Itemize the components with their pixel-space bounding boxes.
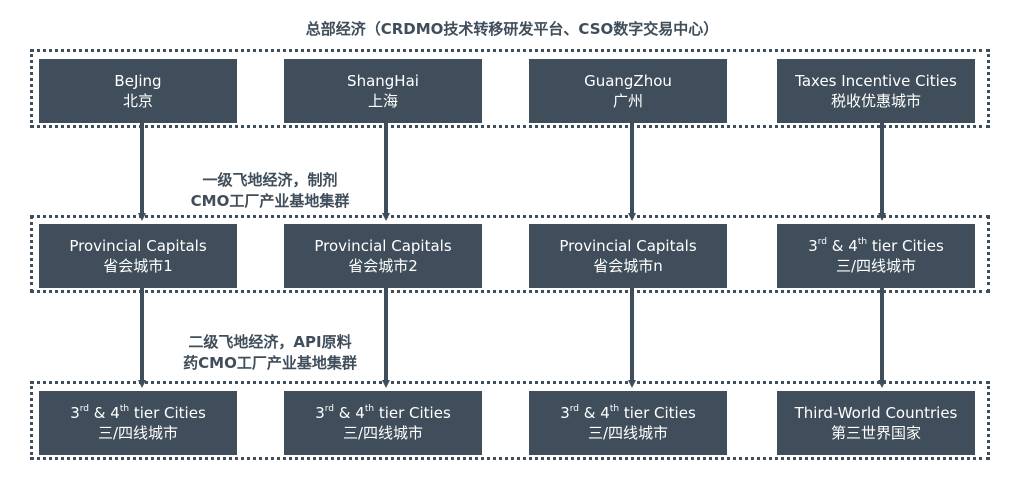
- tier2-frame: [30, 215, 990, 293]
- box-third-world-countries: Third-World Countries 第三世界国家: [777, 391, 975, 455]
- box-tier-cities-t3-2: 3rd & 4th tier Cities 三/四线城市: [284, 391, 482, 455]
- box-label-cn: 税收优惠城市: [830, 92, 921, 110]
- label-secondary-enclave: 二级飞地经济，API原料 药CMO工厂产业基地集群: [155, 332, 385, 374]
- box-label-en: 3rd & 4th tier Cities: [315, 404, 451, 422]
- label-line: 一级飞地经济，制剂: [202, 171, 338, 189]
- box-label-cn: 省会城市2: [348, 257, 418, 275]
- tier3-frame: [30, 381, 990, 460]
- box-taxes-incentive-cities: Taxes Incentive Cities 税收优惠城市: [777, 59, 975, 123]
- box-label-en: 3rd & 4th tier Cities: [560, 404, 696, 422]
- box-label-en: 3rd & 4th tier Cities: [70, 404, 206, 422]
- box-label-cn: 广州: [612, 92, 643, 110]
- diagram-title: 总部经济（CRDMO技术转移研发平台、CSO数字交易中心）: [305, 20, 719, 38]
- box-provincial-capitals-n: Provincial Capitals 省会城市n: [529, 224, 727, 288]
- box-label-en: BeJing: [114, 72, 162, 90]
- box-label-en: GuangZhou: [584, 72, 672, 90]
- box-label-en: Provincial Capitals: [69, 237, 207, 255]
- box-tier-cities-t3-1: 3rd & 4th tier Cities 三/四线城市: [39, 391, 237, 455]
- box-label-en: Provincial Capitals: [314, 237, 452, 255]
- box-label-cn: 第三世界国家: [830, 424, 921, 442]
- box-label-cn: 上海: [367, 92, 398, 110]
- box-label-cn: 三/四线城市: [835, 257, 917, 275]
- box-tier-cities-t2: 3rd & 4th tier Cities 三/四线城市: [777, 224, 975, 288]
- box-label-cn: 北京: [122, 92, 153, 110]
- box-label-cn: 三/四线城市: [587, 424, 669, 442]
- box-label-cn: 三/四线城市: [342, 424, 424, 442]
- label-primary-enclave: 一级飞地经济，制剂 CMO工厂产业基地集群: [160, 170, 380, 212]
- box-label-en: 3rd & 4th tier Cities: [808, 237, 944, 255]
- label-line: 药CMO工厂产业基地集群: [183, 354, 357, 372]
- tier1-frame: [30, 49, 990, 128]
- box-label-en: Third-World Countries: [794, 404, 958, 422]
- box-guangzhou: GuangZhou 广州: [529, 59, 727, 123]
- box-label-cn: 省会城市n: [593, 257, 663, 275]
- label-line: 二级飞地经济，API原料: [188, 333, 352, 351]
- box-shanghai: ShangHai 上海: [284, 59, 482, 123]
- box-label-en: Provincial Capitals: [559, 237, 697, 255]
- box-label-cn: 省会城市1: [103, 257, 173, 275]
- label-line: CMO工厂产业基地集群: [190, 192, 350, 210]
- box-label-en: ShangHai: [347, 72, 419, 90]
- box-label-en: Taxes Incentive Cities: [795, 72, 957, 90]
- box-beijing: BeJing 北京: [39, 59, 237, 123]
- box-provincial-capitals-2: Provincial Capitals 省会城市2: [284, 224, 482, 288]
- box-tier-cities-t3-3: 3rd & 4th tier Cities 三/四线城市: [529, 391, 727, 455]
- box-provincial-capitals-1: Provincial Capitals 省会城市1: [39, 224, 237, 288]
- box-label-cn: 三/四线城市: [97, 424, 179, 442]
